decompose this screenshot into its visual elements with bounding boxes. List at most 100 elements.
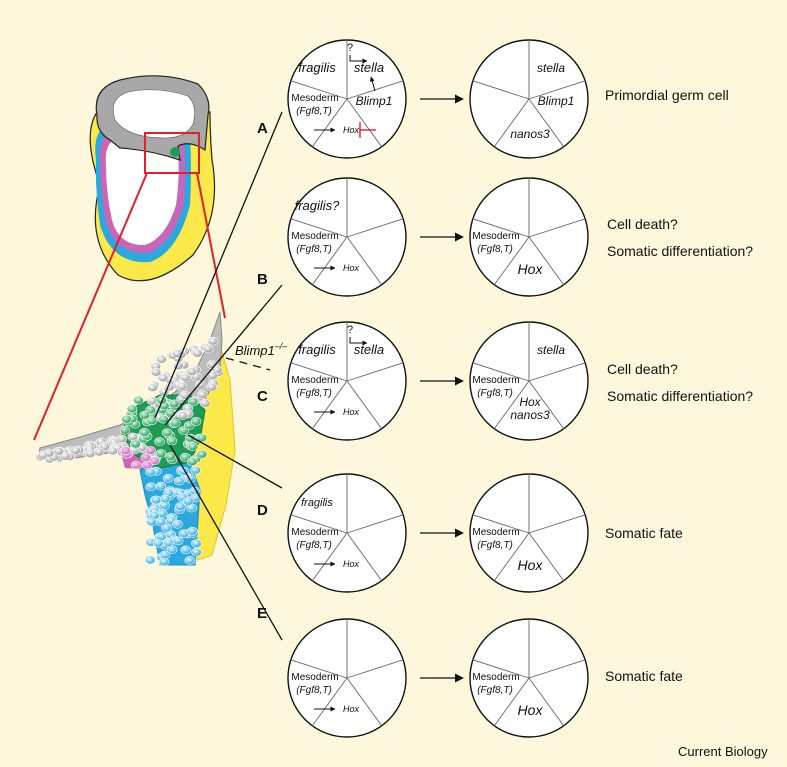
blue-cell [160, 495, 170, 503]
fgf8-t-label: (Fgf8,T) [296, 540, 332, 551]
journal-credit: Current Biology [678, 744, 768, 759]
gray-cell [203, 345, 213, 353]
fgf8-t-label: (Fgf8,T) [477, 388, 513, 399]
pgc-cell [133, 396, 143, 404]
blue-cell [191, 466, 201, 474]
pgc-cell [169, 400, 179, 408]
pie-left-row-1: fragilis?Mesoderm(Fgf8,T)Hox [288, 178, 406, 296]
blue-cell [181, 546, 191, 554]
blue-cell [146, 468, 156, 476]
stella-label: stella [537, 61, 565, 75]
zoom-line-left [34, 173, 147, 440]
stella-label: stella [354, 60, 384, 75]
gray-cell [117, 435, 127, 443]
fgf8-t-label: (Fgf8,T) [296, 388, 332, 399]
gray-cell [177, 382, 187, 390]
fgf8-t-label: (Fgf8,T) [477, 540, 513, 551]
outcome-b-1: Cell death? [607, 216, 678, 232]
stella-label: stella [354, 342, 384, 357]
blue-cell [174, 477, 184, 485]
blue-cell [160, 551, 170, 559]
fgf8-t-label: (Fgf8,T) [296, 685, 332, 696]
blimp1-mutant-label: Blimp1–/– [235, 341, 288, 358]
hox-label: Hox [518, 702, 544, 718]
mesoderm-label: Mesoderm [472, 527, 519, 538]
pink-cell [121, 447, 131, 455]
pie-rows: fragilisstellaBlimp1Mesoderm(Fgf8,T)Hox?… [288, 40, 588, 737]
pink-cell [142, 461, 152, 469]
fgf8-t-label: (Fgf8,T) [296, 106, 332, 117]
gray-cell [151, 368, 161, 376]
gray-cell [192, 349, 202, 357]
pink-cell [146, 447, 156, 455]
pgc-cell [140, 411, 150, 419]
mesoderm-label: Mesoderm [472, 375, 519, 386]
hox-label: Hox [518, 261, 544, 277]
blue-cell [151, 496, 161, 504]
mesoderm-label: Mesoderm [291, 672, 338, 683]
gray-cell [148, 384, 158, 392]
nanos3-label: nanos3 [510, 408, 550, 422]
mesoderm-label: Mesoderm [291, 93, 338, 104]
outcome-d: Somatic fate [605, 525, 683, 541]
stella-label: stella [537, 343, 565, 357]
fragilis-label: fragilis [301, 497, 333, 509]
pgc-spot [170, 147, 180, 157]
hox-label: Hox [343, 559, 360, 569]
pgc-cell [120, 426, 130, 434]
pie-left-row-4: Mesoderm (Fgf8,T) Hox [288, 619, 406, 737]
blue-cell [183, 497, 193, 505]
pie-right-row-1: Mesoderm(Fgf8,T)Hox [470, 178, 588, 296]
blue-cell [146, 483, 156, 491]
pgc-cell [131, 440, 141, 448]
gray-cell [208, 337, 218, 345]
blue-cell [156, 482, 166, 490]
gray-cell [128, 433, 138, 441]
embryo-section [90, 76, 214, 281]
pgc-cell [162, 429, 172, 437]
hox-label: Hox [343, 704, 360, 714]
hox-label: Hox [343, 407, 360, 417]
blue-cell [173, 537, 183, 545]
row-letter-e: E [257, 605, 267, 622]
pgc-cell [188, 398, 198, 406]
pie-right-row-3: Mesoderm (Fgf8,T) Hox [470, 474, 588, 592]
row-letter-a: A [257, 120, 268, 137]
gray-cell [94, 448, 104, 456]
pgc-cell [188, 443, 198, 451]
fragilis-label: fragilis [298, 60, 336, 75]
gray-cell [157, 355, 167, 363]
pgc-cell [167, 437, 177, 445]
blue-cell [163, 474, 173, 482]
mesoderm-label: Mesoderm [291, 375, 338, 386]
gray-cell [207, 383, 217, 391]
pgc-cell [170, 419, 180, 427]
blue-cell [191, 540, 201, 548]
outcome-c-2: Somatic differentiation? [607, 388, 753, 404]
blimp1-label: Blimp1 [538, 94, 575, 108]
fragilis-label: fragilis [298, 342, 336, 357]
hox-label: Hox [518, 557, 544, 573]
gray-cell [85, 450, 95, 458]
blimp1-label: Blimp1 [356, 94, 393, 108]
nanos3-label: nanos3 [510, 127, 550, 141]
pgc-cell [155, 438, 165, 446]
mesoderm-label: Mesoderm [472, 672, 519, 683]
hox-label: Hox [343, 125, 360, 135]
blue-cell [156, 518, 166, 526]
pie-left-row-3: fragilisMesoderm(Fgf8,T)Hox [288, 474, 406, 592]
fragilis-label: fragilis? [295, 198, 341, 213]
outcome-c-1: Cell death? [607, 361, 678, 377]
outcome-e: Somatic fate [605, 668, 683, 684]
tissue-magnification [36, 312, 235, 566]
row-letter-b: B [257, 271, 268, 288]
question-mark: ? [347, 42, 353, 54]
fgf8-t-label: (Fgf8,T) [477, 685, 513, 696]
pink-cell [131, 461, 141, 469]
